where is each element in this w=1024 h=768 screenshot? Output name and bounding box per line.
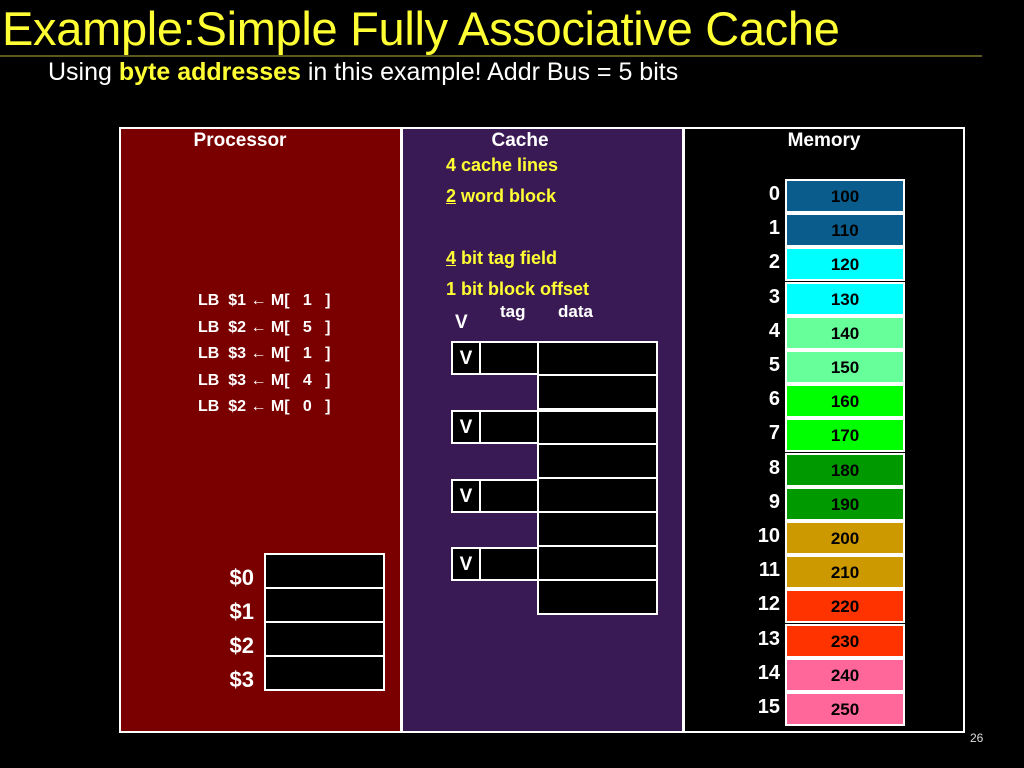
register-label: $2 <box>229 633 254 658</box>
instruction-line: LB $3 ← M[ 1 ] <box>198 345 331 362</box>
block-size-label: 2 word block <box>446 186 556 207</box>
memory-address-label: 7 <box>768 422 780 445</box>
slide-title: Example:Simple Fully Associative Cache <box>2 2 840 55</box>
register-box <box>264 553 385 589</box>
memory-cell: 150 <box>785 350 905 384</box>
memory-address-label: 13 <box>757 627 780 650</box>
data-word-box <box>537 374 658 410</box>
memory-address-label: 4 <box>768 319 780 342</box>
data-word-box <box>537 511 658 547</box>
instruction-line: LB $3 ← M[ 4 ] <box>198 371 331 389</box>
memory-cell: 110 <box>785 213 905 248</box>
instruction-line: LB $2 ← M[ 5 ] <box>198 318 331 336</box>
memory-cell: 170 <box>785 418 905 453</box>
subtitle-pre: Using <box>48 58 119 86</box>
valid-bit-box: V <box>451 410 481 444</box>
tag-box <box>479 479 539 513</box>
memory-address-label: 10 <box>757 525 780 547</box>
valid-column-header: V <box>455 312 468 333</box>
memory-address-label: 5 <box>768 354 780 376</box>
register-box <box>264 621 385 657</box>
block-size-text: word block <box>456 186 557 206</box>
memory-cell: 160 <box>785 384 905 419</box>
tag-bits-text: bit tag field <box>456 248 558 268</box>
memory-address-label: 6 <box>768 388 780 411</box>
data-word-box <box>537 477 658 513</box>
data-column-header: data <box>558 302 593 321</box>
tag-box <box>479 410 539 444</box>
memory-cell: 250 <box>785 692 905 726</box>
memory-cell: 100 <box>785 179 905 213</box>
memory-cell: 120 <box>785 247 905 282</box>
tag-column-header: tag <box>500 302 526 321</box>
data-word-box <box>537 341 658 376</box>
tag-box <box>479 547 539 581</box>
page-number: 26 <box>970 731 984 745</box>
memory-cell: 190 <box>785 486 905 521</box>
memory-address-label: 1 <box>768 217 780 240</box>
memory-address-label: 2 <box>768 251 780 274</box>
slide-subtitle: Using byte addresses in this example! Ad… <box>48 57 678 87</box>
block-offset-label: 1 bit block offset <box>446 279 590 299</box>
subtitle-post: in this example! Addr Bus = 5 bits <box>300 58 679 86</box>
data-word-box <box>537 410 658 445</box>
instruction-line: LB $2 ← M[ 0 ] <box>198 398 331 415</box>
memory-header: Memory <box>787 130 861 151</box>
memory-address-label: 0 <box>768 183 780 205</box>
register-label: $0 <box>229 565 254 590</box>
instruction-list: LB $1 ← M[ 1 ] LB $2 ← M[ 5 ] LB $3 ← M[… <box>198 288 330 421</box>
memory-cell: 220 <box>785 589 905 624</box>
tag-bits-number: 4 <box>446 248 457 268</box>
memory-address-label: 8 <box>768 456 780 479</box>
data-word-box <box>537 443 658 479</box>
register-label: $1 <box>229 599 254 624</box>
register-box <box>264 587 385 623</box>
data-word-box <box>537 579 658 615</box>
tag-box <box>479 341 539 375</box>
memory-address-label: 15 <box>757 696 780 718</box>
cache-lines-label: 4 cache lines <box>446 155 559 175</box>
data-word-box <box>537 545 658 581</box>
valid-bit-box: V <box>451 341 481 375</box>
memory-cell: 210 <box>785 555 905 590</box>
memory-address-label: 11 <box>758 559 780 582</box>
memory-address-label: 3 <box>768 285 780 308</box>
memory-address-label: 12 <box>757 593 780 616</box>
valid-bit-box: V <box>451 479 481 513</box>
register-label: $3 <box>229 667 254 692</box>
subtitle-bold: byte addresses <box>118 58 301 86</box>
instruction-line: LB $1 ← M[ 1 ] <box>198 292 331 309</box>
register-box <box>264 655 385 691</box>
block-size-number: 2 <box>446 186 457 206</box>
memory-cell: 140 <box>785 315 905 350</box>
processor-header: Processor <box>193 130 287 151</box>
memory-cell: 230 <box>785 623 905 658</box>
memory-cell: 180 <box>785 452 905 487</box>
tag-field-label: 4 bit tag field <box>446 248 557 269</box>
title-divider <box>0 55 982 57</box>
memory-cell: 130 <box>785 281 905 316</box>
memory-cell: 200 <box>785 521 905 555</box>
valid-bit-box: V <box>451 547 481 581</box>
memory-address-label: 14 <box>757 661 780 684</box>
cache-header: Cache <box>491 130 549 151</box>
memory-address-label: 9 <box>768 490 780 513</box>
memory-cell: 240 <box>785 657 905 692</box>
